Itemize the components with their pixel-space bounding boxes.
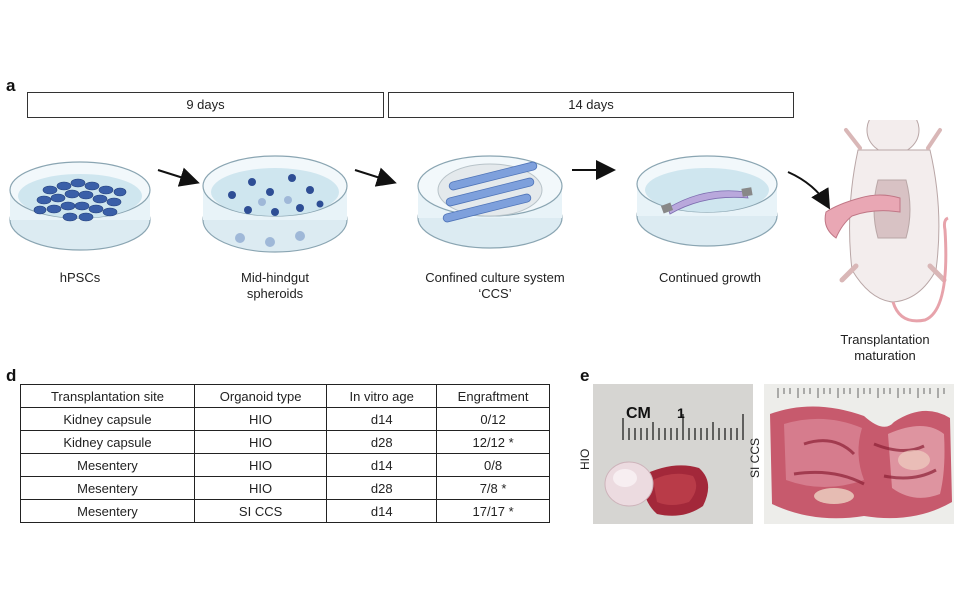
cell-engraftment: 7/8 *	[436, 476, 550, 500]
header-transplantation-site: Transplantation site	[20, 384, 195, 408]
photo-hio-content: CM 1	[593, 384, 753, 524]
dish-continued-growth	[636, 155, 778, 247]
table-header-row: Transplantation site Organoid type In vi…	[20, 384, 550, 408]
photo-label-hio: HIO	[578, 448, 592, 470]
cell-engraftment: 0/8	[436, 453, 550, 477]
cell-age: d28	[326, 476, 438, 500]
stage-label-spheroids-line2: spheroids	[246, 286, 304, 301]
cell-age: d14	[326, 499, 438, 523]
workflow-illustration	[9, 120, 949, 323]
cell-organoid-type: HIO	[193, 476, 328, 500]
photo-label-si-ccs: SI CCS	[748, 437, 762, 478]
cell-organoid-type: HIO	[193, 430, 328, 454]
stage-label-hpscs-line1: hPSCs	[59, 270, 101, 285]
cell-site: Mesentery	[20, 453, 195, 477]
dish-ccs	[417, 155, 563, 249]
stage-label-hpscs: hPSCs	[20, 270, 140, 286]
header-engraftment: Engraftment	[436, 384, 550, 408]
panel-e-letter: e	[580, 366, 590, 385]
stage-label-continued-growth-line1: Continued growth	[659, 270, 761, 285]
table-row: Kidney capsule HIO d14 0/12	[20, 407, 550, 431]
duration-box-9-days: 9 days	[27, 92, 384, 118]
cell-site: Mesentery	[20, 476, 195, 500]
stage-label-spheroids-line1: Mid-hindgut	[241, 270, 309, 285]
cell-age: d14	[326, 453, 438, 477]
dish-hpscs	[9, 161, 151, 251]
photo-hio: CM 1	[593, 384, 753, 524]
stage-label-transplantation-line2: maturation	[854, 348, 916, 363]
header-in-vitro-age: In vitro age	[326, 384, 438, 408]
stage-label-ccs-line1: Confined culture system	[425, 270, 565, 285]
cell-engraftment: 12/12 *	[436, 430, 550, 454]
engraftment-table: Transplantation site Organoid type In vi…	[20, 384, 550, 523]
stage-label-ccs: Confined culture system ‘CCS’	[400, 270, 590, 302]
stage-label-spheroids: Mid-hindgut spheroids	[210, 270, 340, 302]
panel-a-letter: a	[6, 76, 16, 95]
cell-age: d28	[326, 430, 438, 454]
table-row: Mesentery HIO d28 7/8 *	[20, 476, 550, 500]
cell-organoid-type: SI CCS	[193, 499, 328, 523]
cell-organoid-type: HIO	[193, 453, 328, 477]
header-organoid-type: Organoid type	[193, 384, 328, 408]
cell-age: d14	[326, 407, 438, 431]
panel-d-letter: d	[6, 366, 17, 385]
table-row: Mesentery SI CCS d14 17/17 *	[20, 499, 550, 523]
stage-label-transplantation: Transplantation maturation	[820, 332, 950, 364]
stage-label-transplantation-line1: Transplantation	[840, 332, 930, 347]
cell-organoid-type: HIO	[193, 407, 328, 431]
cell-site: Kidney capsule	[20, 430, 195, 454]
table-row: Kidney capsule HIO d28 12/12 *	[20, 430, 550, 454]
ruler-unit-label: CM	[626, 405, 651, 422]
stage-label-continued-growth: Continued growth	[640, 270, 780, 286]
table-row: Mesentery HIO d14 0/8	[20, 453, 550, 477]
cell-engraftment: 17/17 *	[436, 499, 550, 523]
photo-si-ccs-content	[764, 384, 954, 524]
duration-box-14-days: 14 days	[388, 92, 794, 118]
ruler-mark-1: 1	[677, 405, 685, 421]
dish-spheroids	[202, 155, 348, 253]
mouse-illustration	[824, 120, 949, 323]
cell-site: Mesentery	[20, 499, 195, 523]
cell-site: Kidney capsule	[20, 407, 195, 431]
cell-engraftment: 0/12	[436, 407, 550, 431]
stage-label-ccs-line2: ‘CCS’	[478, 286, 512, 301]
photo-si-ccs	[764, 384, 954, 524]
